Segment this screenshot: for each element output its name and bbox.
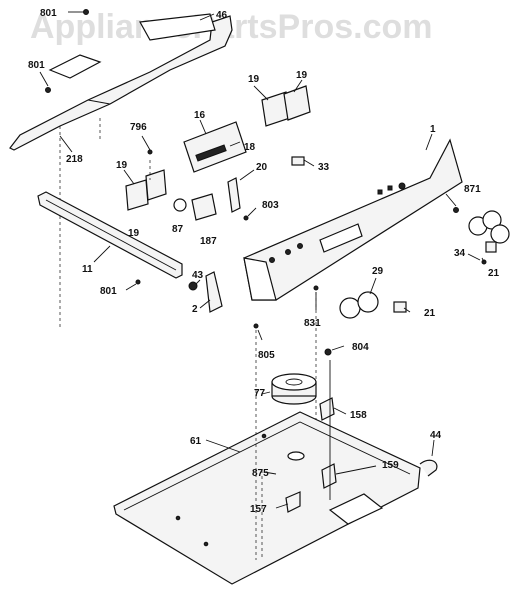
part-44-spring[interactable] [419,459,438,477]
callout-34: 34 [454,248,466,259]
callout-33: 33 [318,162,330,173]
part-77-coil[interactable] [271,373,317,405]
callout-875: 875 [252,468,269,479]
callout-46: 46 [216,10,228,21]
callout-61: 61 [190,436,202,447]
part-1-control-panel[interactable] [243,138,463,301]
callout-21-right: 21 [488,268,500,279]
callout-21-small: 21 [424,308,436,319]
part-158-clip[interactable] [319,397,335,421]
callout-218: 218 [66,154,83,165]
callout-831: 831 [304,318,321,329]
callout-187: 187 [200,236,217,247]
callout-159: 159 [382,460,399,471]
callout-801-rail: 801 [100,286,117,297]
callout-803: 803 [262,200,279,211]
part-11-rail[interactable] [37,191,183,279]
callout-44: 44 [430,430,442,441]
callout-2: 2 [192,304,198,315]
callout-19-d: 19 [128,228,140,239]
callout-804: 804 [352,342,369,353]
callout-20: 20 [256,162,268,173]
callout-801-left: 801 [28,60,45,71]
part-16-clock-module[interactable] [183,121,247,173]
callout-87: 87 [172,224,184,235]
part-157-clip[interactable] [285,491,301,513]
part-33-clip[interactable] [291,156,305,166]
callout-796: 796 [130,122,147,133]
callout-157: 157 [250,504,267,515]
callout-77: 77 [254,388,266,399]
part-19-switch-top[interactable] [261,85,311,127]
leader-lines [39,11,485,509]
part-61-base-pan[interactable] [113,411,421,585]
part-2-bracket[interactable] [205,271,223,313]
callout-19-a: 19 [248,74,260,85]
part-29-knobs[interactable] [339,291,379,319]
callout-158: 158 [350,410,367,421]
part-21-knob-small[interactable] [393,301,407,313]
callout-19-c: 19 [116,160,128,171]
part-19-switch-left[interactable] [125,169,167,211]
callout-871: 871 [464,184,481,195]
callout-801-top: 801 [40,8,57,19]
callout-16: 16 [194,110,206,121]
part-187-box[interactable] [191,193,217,221]
part-87-knob[interactable] [173,198,187,212]
part-21-knobs-right[interactable] [468,210,510,253]
callout-19-b: 19 [296,70,308,81]
part-218-bracket[interactable] [9,13,233,151]
part-20-bracket[interactable] [227,177,241,213]
callout-29: 29 [372,266,384,277]
part-43-washer[interactable] [188,281,198,291]
callout-1: 1 [430,124,436,135]
callout-18: 18 [244,142,256,153]
callout-805: 805 [258,350,275,361]
callout-11: 11 [82,264,93,275]
callout-43: 43 [192,270,204,281]
